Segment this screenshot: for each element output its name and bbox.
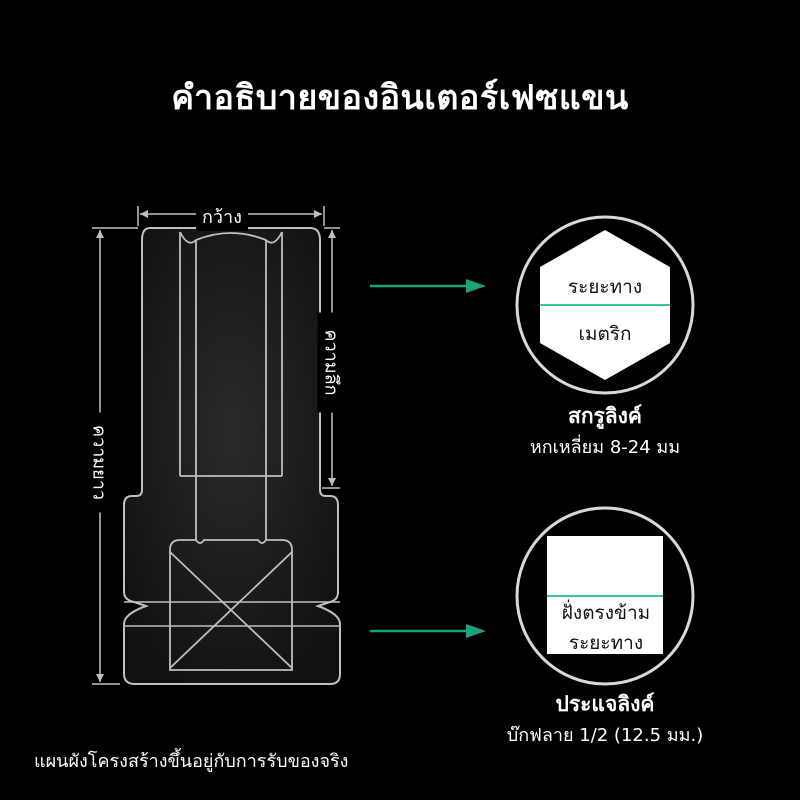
page-title: คำอธิบายของอินเตอร์เฟซแขน <box>171 78 629 118</box>
bore-neck <box>195 476 267 540</box>
arrow-to-hex <box>370 279 486 293</box>
hex-caption-sub: หกเหลี่ยม 8-24 มม <box>529 437 681 458</box>
square-caption-title: ประแจลิงค์ <box>555 692 655 716</box>
width-label: กว้าง <box>196 202 248 231</box>
square-drive-cavity <box>169 539 293 671</box>
length-label: ความยาว <box>85 412 115 513</box>
hex-caption-title: สกรูลิงค์ <box>568 404 642 428</box>
hex-bore <box>179 231 283 477</box>
socket-body <box>123 227 341 685</box>
square-caption-sub: บ๊กฟลาย 1/2 (12.5 มม.) <box>506 725 704 746</box>
hex-top-text: ระยะทาง <box>567 276 643 298</box>
square-bottom-text: ระยะทาง <box>568 632 644 654</box>
square-top-text: ฝั่งตรงข้าม <box>561 602 651 624</box>
depth-label: ความลึก <box>317 312 347 413</box>
arrow-to-square <box>370 624 486 638</box>
footer-note: แผนผังโครงสร้างขึ้นอยู่กับการรับของจริง <box>34 751 349 772</box>
hex-bottom-text: เมตริก <box>578 323 632 345</box>
